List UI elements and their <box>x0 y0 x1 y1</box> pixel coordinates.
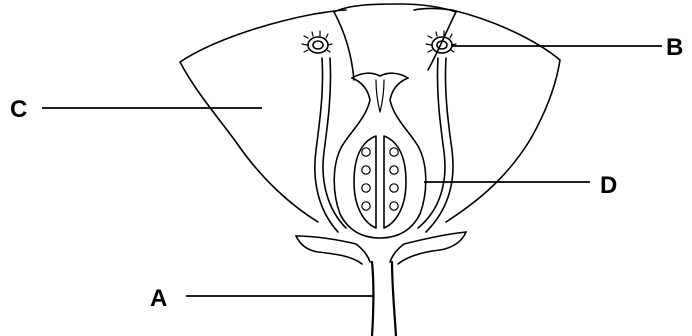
ovary-wall <box>334 78 426 238</box>
ovule <box>390 184 398 192</box>
receptacle-left-lip <box>296 236 362 264</box>
inner-left-petal-edge <box>334 12 354 80</box>
receptacle-and-stalk <box>296 232 466 336</box>
pistil <box>334 73 426 238</box>
ovule <box>362 166 370 174</box>
label-c: C <box>10 96 27 123</box>
stalk-left <box>372 262 374 336</box>
back-petal <box>334 4 456 12</box>
ovule <box>390 202 398 210</box>
right-filament-inner <box>418 58 445 228</box>
ovule <box>362 184 370 192</box>
ovary-chamber-left <box>354 136 376 228</box>
ovule <box>390 166 398 174</box>
ovule <box>390 148 398 156</box>
right-petal <box>414 9 560 223</box>
label-d: D <box>600 172 617 199</box>
ovules <box>362 148 398 210</box>
left-anther <box>308 37 328 53</box>
stalk-right <box>392 262 396 336</box>
ovule <box>362 202 370 210</box>
receptacle-right <box>390 232 466 262</box>
label-a: A <box>150 285 167 312</box>
ovary-chamber-right <box>384 136 406 228</box>
style-canal <box>376 80 384 112</box>
stigma <box>352 73 408 78</box>
right-anther <box>432 37 452 53</box>
right-filament-outer <box>426 58 453 232</box>
ovule <box>362 148 370 156</box>
left-anther-core <box>313 41 323 49</box>
left-filament-inner <box>323 58 346 228</box>
label-b: B <box>666 34 683 61</box>
left-filament-outer <box>315 58 338 232</box>
